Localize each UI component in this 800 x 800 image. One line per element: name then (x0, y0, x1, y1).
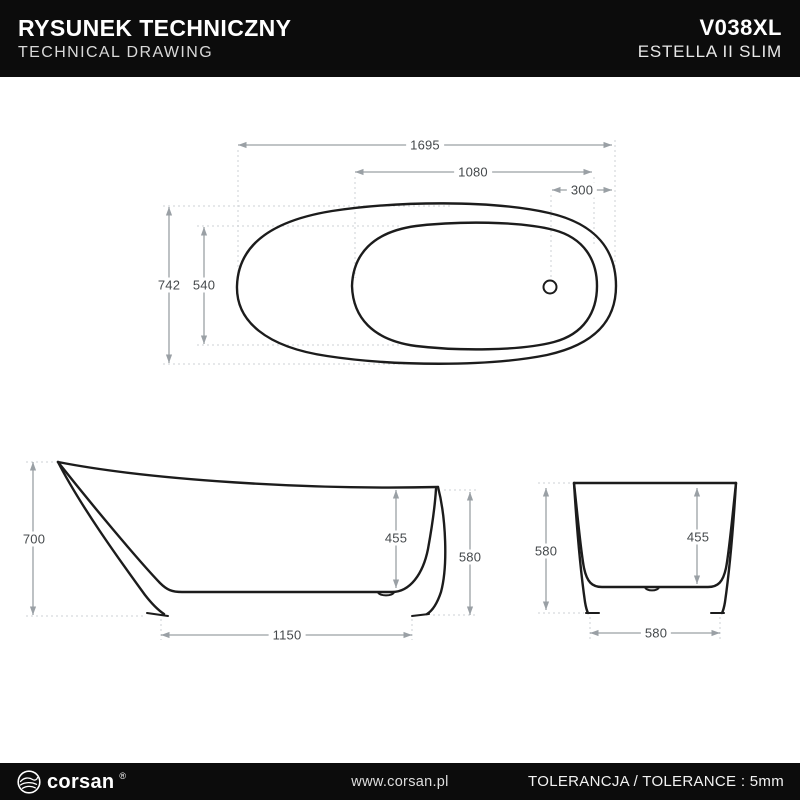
model-name: ESTELLA II SLIM (637, 41, 782, 61)
side-view-outline (56, 460, 447, 617)
dim-side-front-height: 580 (454, 549, 486, 565)
dim-top-overall-length: 1695 (406, 137, 444, 153)
brand-logo-block: corsan ® (16, 769, 126, 795)
dim-front-base-width: 580 (640, 625, 672, 641)
dim-side-basin-depth: 455 (380, 530, 412, 546)
model-code: V038XL (699, 14, 782, 40)
dim-front-height: 580 (530, 543, 562, 559)
top-view-outer-rim (235, 202, 618, 365)
drain-hole (542, 279, 558, 295)
sheet-title-pl: RYSUNEK TECHNICZNY (18, 14, 292, 41)
front-view-outline (572, 481, 738, 615)
corsan-wave-logo-icon (17, 769, 41, 794)
dim-side-base-length: 1150 (268, 627, 306, 643)
front-view-basin (572, 481, 738, 589)
dim-side-back-height: 700 (18, 531, 50, 547)
model-block: V038XL ESTELLA II SLIM (638, 15, 782, 63)
top-view-outline (235, 202, 618, 365)
dim-top-overall-width: 742 (153, 277, 185, 293)
side-view-back-leg (56, 460, 166, 616)
dim-top-drain-offset: 300 (566, 182, 598, 198)
tolerance-note: TOLERANCJA / TOLERANCE : 5mm (528, 773, 784, 790)
website-text: www.corsan.pl (351, 773, 449, 790)
registered-trademark: ® (119, 770, 127, 781)
dim-front-basin-depth: 455 (682, 529, 714, 545)
footer-bar: corsan ® www.corsan.pl TOLERANCJA / TOLE… (0, 763, 800, 800)
side-view-right-foot (411, 613, 430, 617)
title-block: RYSUNEK TECHNICZNY TECHNICAL DRAWING (18, 15, 291, 63)
dim-top-basin-length: 1080 (454, 164, 492, 180)
front-view-right-leg (720, 481, 738, 615)
title-bar: RYSUNEK TECHNICZNY TECHNICAL DRAWING V03… (0, 0, 800, 77)
dim-top-basin-width: 540 (188, 277, 220, 293)
side-view-left-foot (146, 612, 169, 617)
brand-name: corsan (47, 770, 115, 793)
side-view-drain-bump (377, 591, 395, 597)
dimension-lines (29, 141, 720, 639)
side-view-inner-wall (56, 460, 438, 594)
side-view-right-edge (425, 485, 447, 616)
front-view-left-leg (572, 481, 590, 615)
extension-lines (26, 140, 721, 640)
front-view-drain-bump (644, 586, 660, 592)
side-view-top-rim (56, 460, 440, 489)
sheet-title-en: TECHNICAL DRAWING (18, 44, 214, 62)
top-view-basin-rim (350, 221, 599, 351)
